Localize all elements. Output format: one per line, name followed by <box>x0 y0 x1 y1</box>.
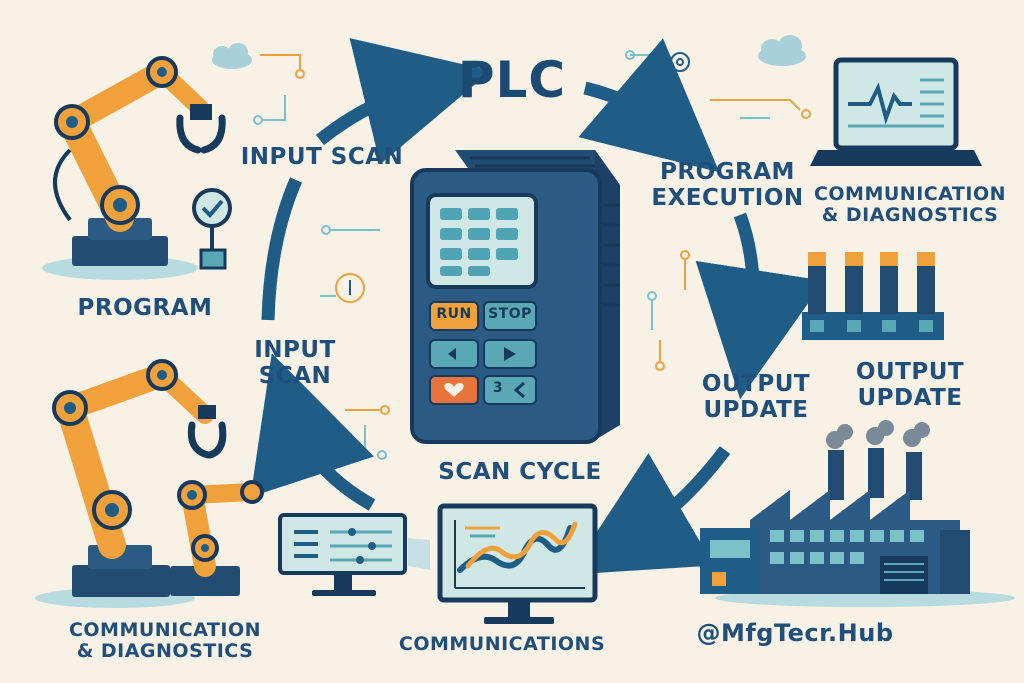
cloud-icon <box>758 35 806 66</box>
monitor-chart-icon <box>437 503 598 624</box>
output-module-icon <box>802 252 944 340</box>
label-handle: @MfgTecr.Hub <box>696 619 894 647</box>
arrow-to-output-update <box>695 212 825 400</box>
label-program-execution: PROGRAM EXECUTION <box>651 159 804 211</box>
label-input-scan-top: INPUT SCAN <box>240 144 404 170</box>
factory-icon <box>700 420 1015 607</box>
run-label: RUN <box>436 306 472 322</box>
arc-left <box>261 177 302 321</box>
label-input-scan-left: INPUT SCAN <box>254 337 336 389</box>
run-button <box>429 301 479 331</box>
laptop-icon <box>810 57 982 166</box>
stop-label: STOP <box>488 306 532 322</box>
page-title: PLC <box>457 51 567 109</box>
label-communication-diagnostics-right: COMMUNICATION & DIAGNOSTICS <box>813 183 1007 227</box>
arrow-to-program-execution <box>578 38 720 173</box>
check-sensor-icon <box>192 188 232 270</box>
cloud-icon <box>212 43 252 69</box>
label-output-update-inner: OUTPUT UPDATE <box>701 371 811 423</box>
stop-button <box>483 301 537 331</box>
label-communication-diagnostics-left: COMMUNICATION & DIAGNOSTICS <box>68 619 262 663</box>
label-scan-cycle: SCAN CYCLE <box>438 459 602 485</box>
number-key-label: 3 <box>492 380 504 396</box>
arrow-to-plc <box>315 38 492 165</box>
heart-icon <box>444 383 464 397</box>
robot-arm-icon <box>42 56 226 280</box>
robot-arm-icon <box>170 480 264 596</box>
chevron-left-icon <box>513 381 525 399</box>
arrow-to-input-scan <box>250 353 376 511</box>
monitor-sliders-icon <box>278 513 430 596</box>
robot-arm-icon <box>35 359 227 608</box>
arrow-to-communications <box>568 446 731 575</box>
scan-cycle-arrows <box>250 38 825 575</box>
label-program: PROGRAM <box>77 295 213 321</box>
plc-device <box>410 150 620 444</box>
label-output-update-right: OUTPUT UPDATE <box>855 359 965 411</box>
label-communications: COMMUNICATIONS <box>398 633 606 655</box>
